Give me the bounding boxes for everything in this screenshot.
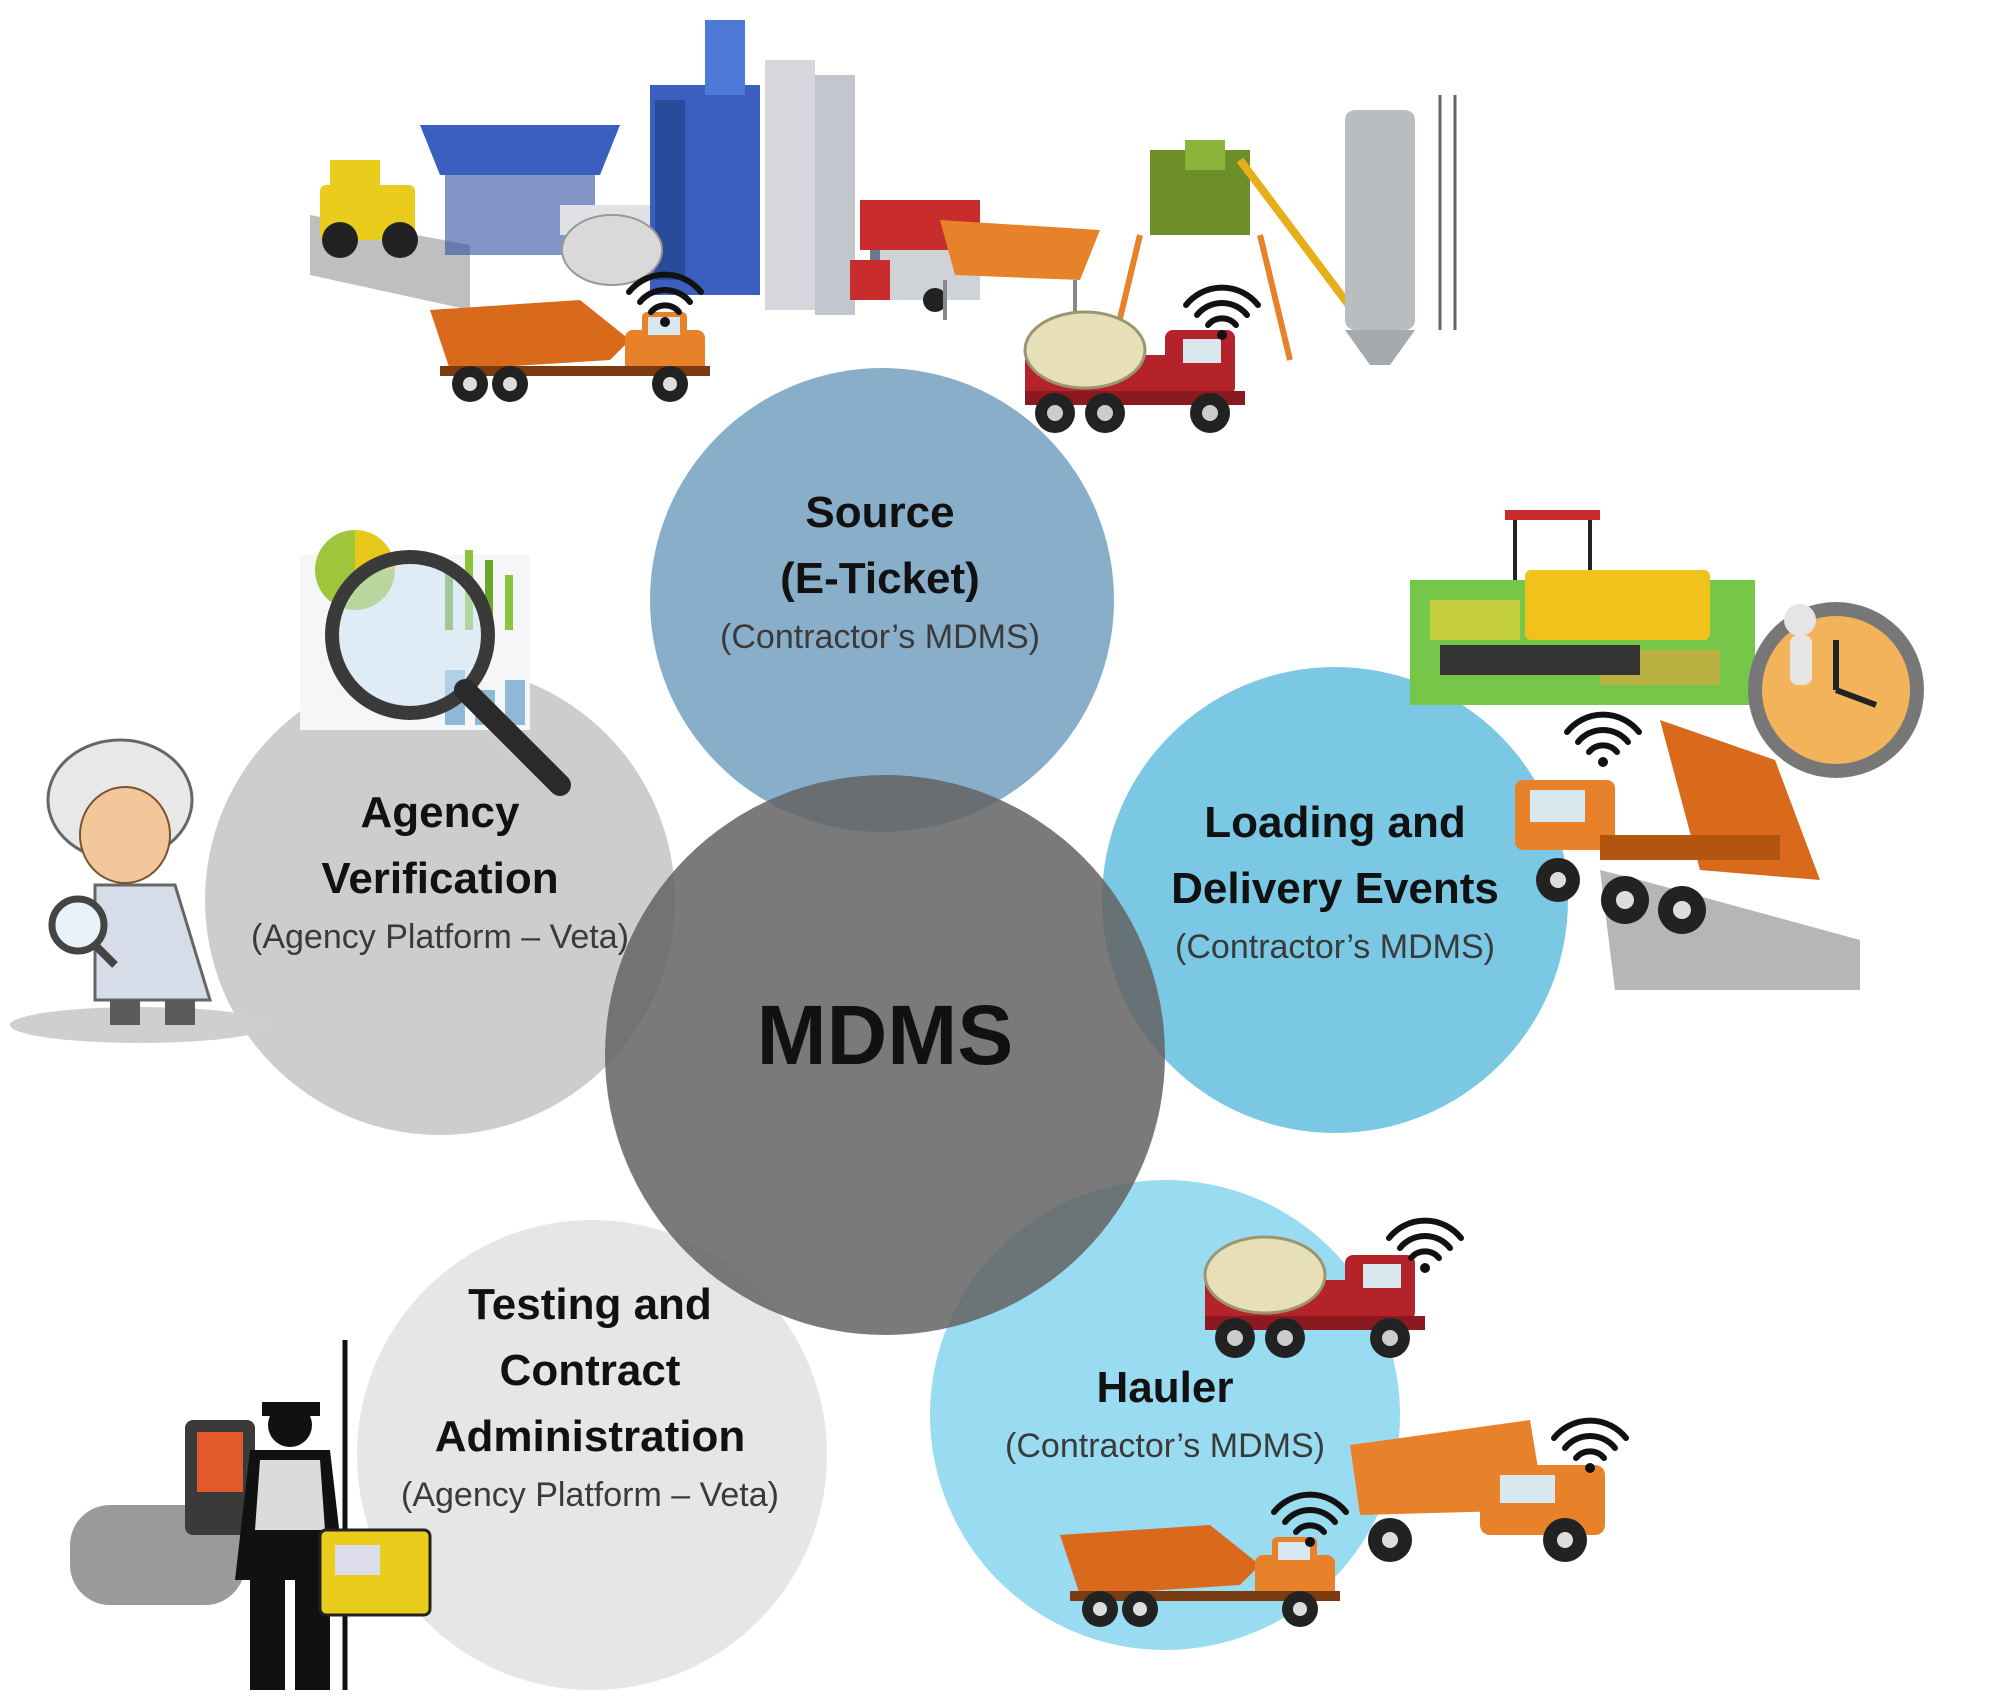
dump-truck-illustration xyxy=(1515,720,1860,990)
center-label-wrap: MDMS xyxy=(756,988,1014,1082)
node-subtitle: (Agency Platform – Veta) xyxy=(401,1476,779,1514)
paver-illustration xyxy=(1410,510,1755,705)
node-title: Administration xyxy=(434,1412,746,1461)
concrete-batch-plant-illustration xyxy=(940,95,1457,365)
node-testing: Testing and Contract Administration (Age… xyxy=(401,1280,779,1514)
field-tester-illustration xyxy=(70,1340,432,1690)
center-circle xyxy=(605,775,1165,1335)
node-agency: Agency Verification (Agency Platform – V… xyxy=(251,788,629,956)
node-title: Contract xyxy=(499,1346,681,1395)
clock-illustration xyxy=(1748,602,1924,778)
node-title: Agency xyxy=(360,788,520,837)
data-magnifier-illustration xyxy=(300,530,571,796)
node-title: Hauler xyxy=(1096,1363,1234,1412)
node-title: Loading and xyxy=(1204,798,1466,847)
node-subtitle: (Contractor’s MDMS) xyxy=(720,618,1040,656)
node-circle-testing xyxy=(357,1220,827,1690)
node-subtitle: (Agency Platform – Veta) xyxy=(251,918,629,956)
node-title: Testing and xyxy=(468,1280,712,1329)
dump-truck-illustration xyxy=(1350,1420,1605,1562)
node-title: (E-Ticket) xyxy=(780,554,980,603)
node-loading: Loading and Delivery Events (Contractor’… xyxy=(1171,798,1499,966)
node-title: Source xyxy=(805,488,955,537)
node-hauler: Hauler (Contractor’s MDMS) xyxy=(1005,1363,1325,1465)
node-subtitle: (Contractor’s MDMS) xyxy=(1005,1427,1325,1465)
node-source: Source (E-Ticket) (Contractor’s MDMS) xyxy=(720,488,1040,656)
wifi-icon xyxy=(1567,715,1639,767)
node-circle-source xyxy=(650,368,1114,832)
center-label: MDMS xyxy=(756,988,1014,1082)
asphalt-plant-illustration xyxy=(310,20,980,315)
mixer-truck-illustration xyxy=(1023,310,1247,435)
node-subtitle: (Contractor’s MDMS) xyxy=(1175,928,1495,966)
node-title: Delivery Events xyxy=(1171,864,1499,913)
node-title: Verification xyxy=(321,854,559,903)
bottom-dump-truck-illustration xyxy=(430,300,710,402)
inspector-cartoon xyxy=(10,738,270,1043)
node-circle-loading xyxy=(1102,667,1568,1133)
